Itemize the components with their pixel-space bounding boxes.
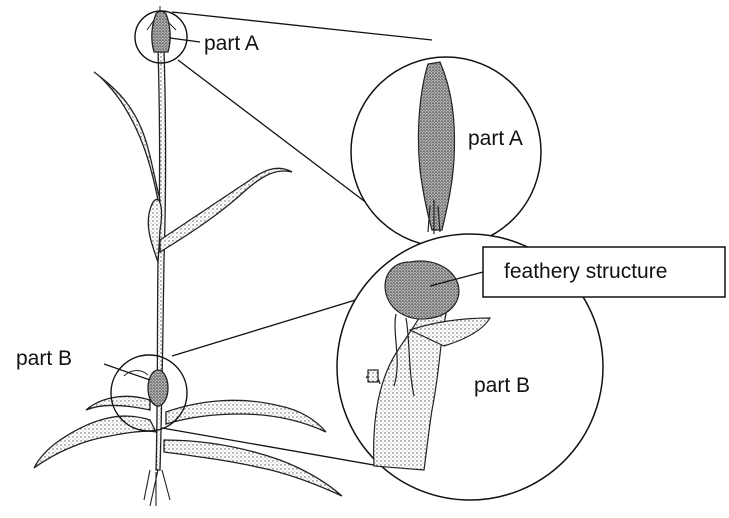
label-feathery-structure: feathery structure [504,260,667,283]
tassel-small [152,11,170,52]
label-part-a-zoom: part A [468,127,523,150]
leaf-upper-left [94,72,160,200]
label-part-b-zoom: part B [474,374,530,397]
leaf-lower-left [34,416,156,468]
leaf-left-drooping [86,396,150,410]
ear-small [148,370,168,406]
leaf-bottom-right [164,440,342,496]
feathery-structure-zoomed [385,261,459,319]
leaf-lower-right [166,400,326,432]
label-part-a-small: part A [204,32,259,55]
plant-roots [144,470,170,506]
leaf-upper-right [160,168,292,252]
label-part-b-small: part B [16,347,72,370]
label-part-b-small-group: part B [16,347,150,380]
plant-illustration [34,6,342,506]
